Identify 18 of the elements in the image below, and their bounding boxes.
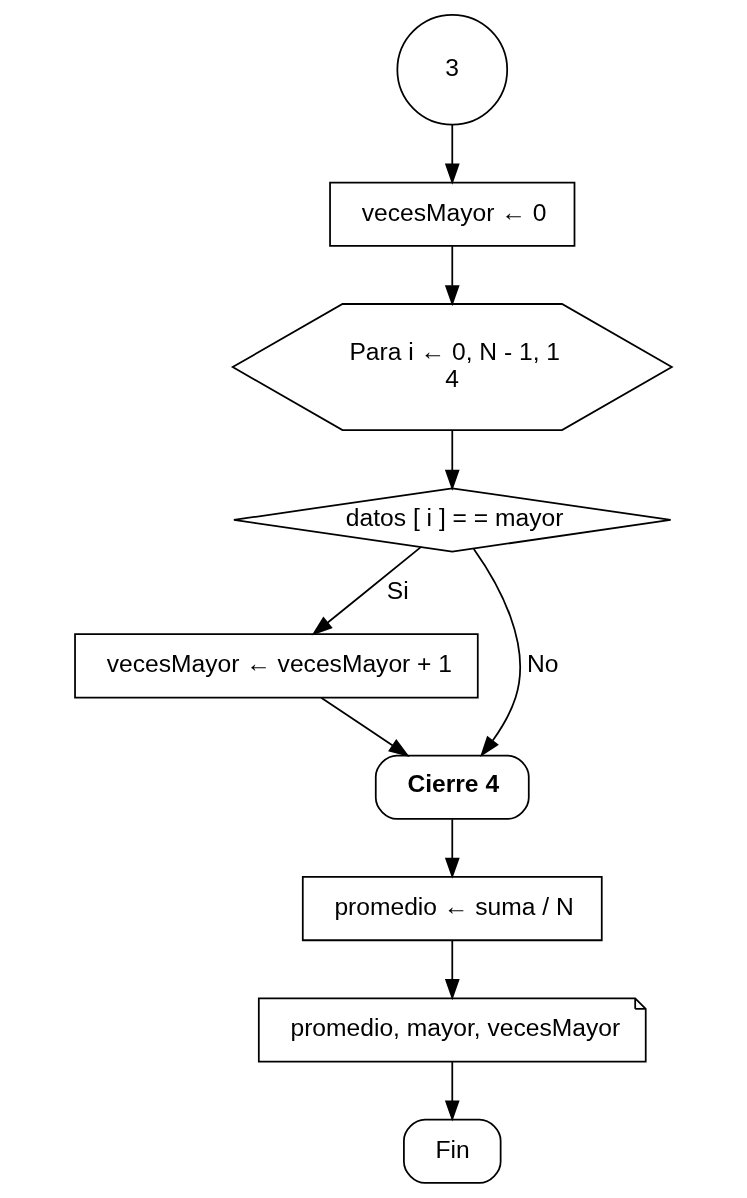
- arrow: [444, 123, 460, 185]
- arrow: [320, 696, 410, 757]
- node-box: Fin: [403, 1118, 502, 1184]
- node-circle: 3: [396, 13, 509, 126]
- arrow: [444, 245, 460, 307]
- arrow: [311, 546, 422, 636]
- arrow: [444, 818, 460, 879]
- arrow: [472, 548, 521, 757]
- node-box: promedio ← suma / N: [301, 876, 603, 942]
- node-box: vecesMayor ← 0: [329, 181, 576, 247]
- edge-label: No: [527, 650, 559, 678]
- edge-label: Si: [386, 577, 409, 605]
- arrow: [444, 1061, 460, 1122]
- node-diamond: datos [ i ] = = mayor: [233, 487, 672, 553]
- node-box: Cierre 4: [374, 754, 530, 820]
- arrow: [444, 939, 460, 1001]
- arrow: [444, 429, 460, 491]
- node-box: vecesMayor ← vecesMayor + 1: [74, 633, 479, 699]
